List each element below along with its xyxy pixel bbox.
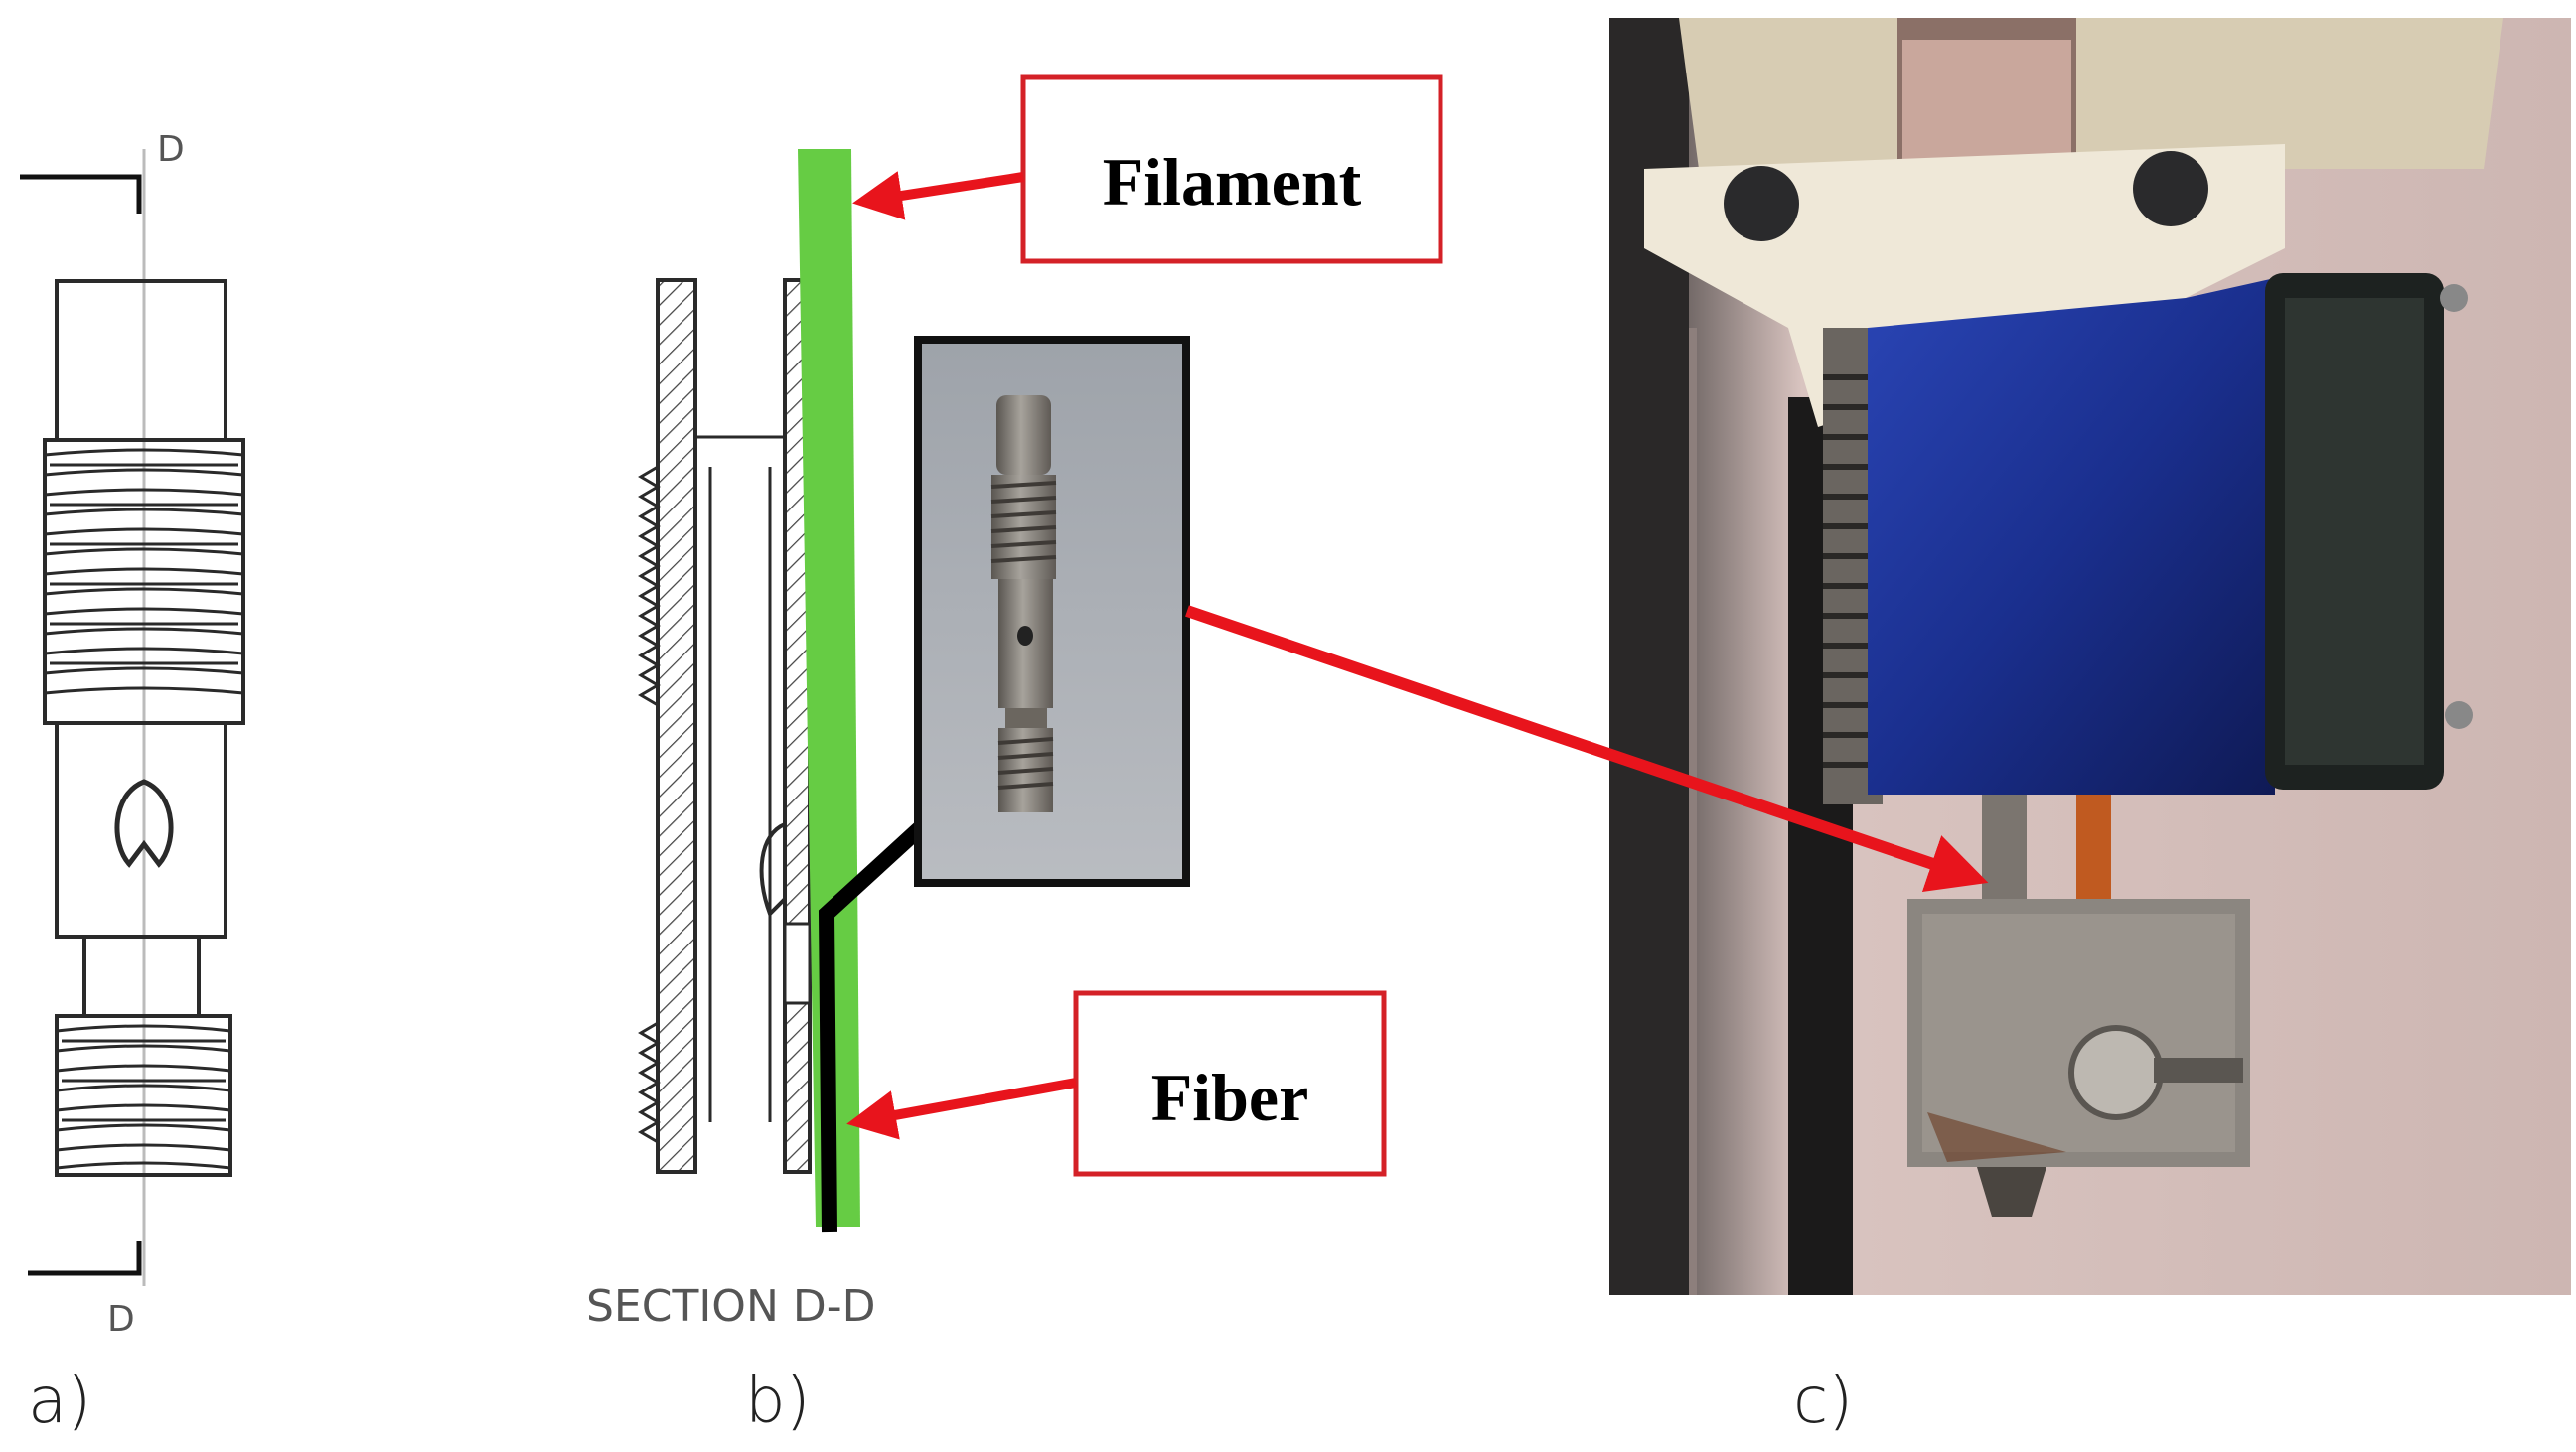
filament-callout-label: Filament	[1103, 144, 1362, 219]
ivory-mount	[1644, 144, 2285, 427]
filament-arrow	[852, 171, 1024, 220]
filament-bar	[798, 149, 860, 1227]
filament-callout-box	[1020, 74, 1443, 264]
panel-a-label: a)	[28, 1365, 91, 1438]
panel-c-label: c)	[1793, 1365, 1853, 1438]
panel-b-label: b)	[745, 1365, 811, 1438]
nozzle-inset-photo	[914, 336, 1190, 887]
section-drawing	[638, 278, 812, 1174]
side-hole-outline	[114, 779, 174, 868]
section-caption: SECTION D-D	[586, 1281, 875, 1332]
section-mark-top: D	[157, 129, 185, 170]
fiber-callout-label: Fiber	[1151, 1060, 1309, 1135]
panel-a-drawing	[20, 149, 245, 1286]
fiber-line	[818, 800, 950, 1233]
part-location-arrow	[1185, 605, 1989, 892]
section-mark-bottom: D	[107, 1299, 135, 1340]
hotend-photo	[1609, 18, 2571, 1295]
blue-fan-shroud	[1868, 278, 2275, 795]
fiber-arrow	[846, 1078, 1077, 1140]
